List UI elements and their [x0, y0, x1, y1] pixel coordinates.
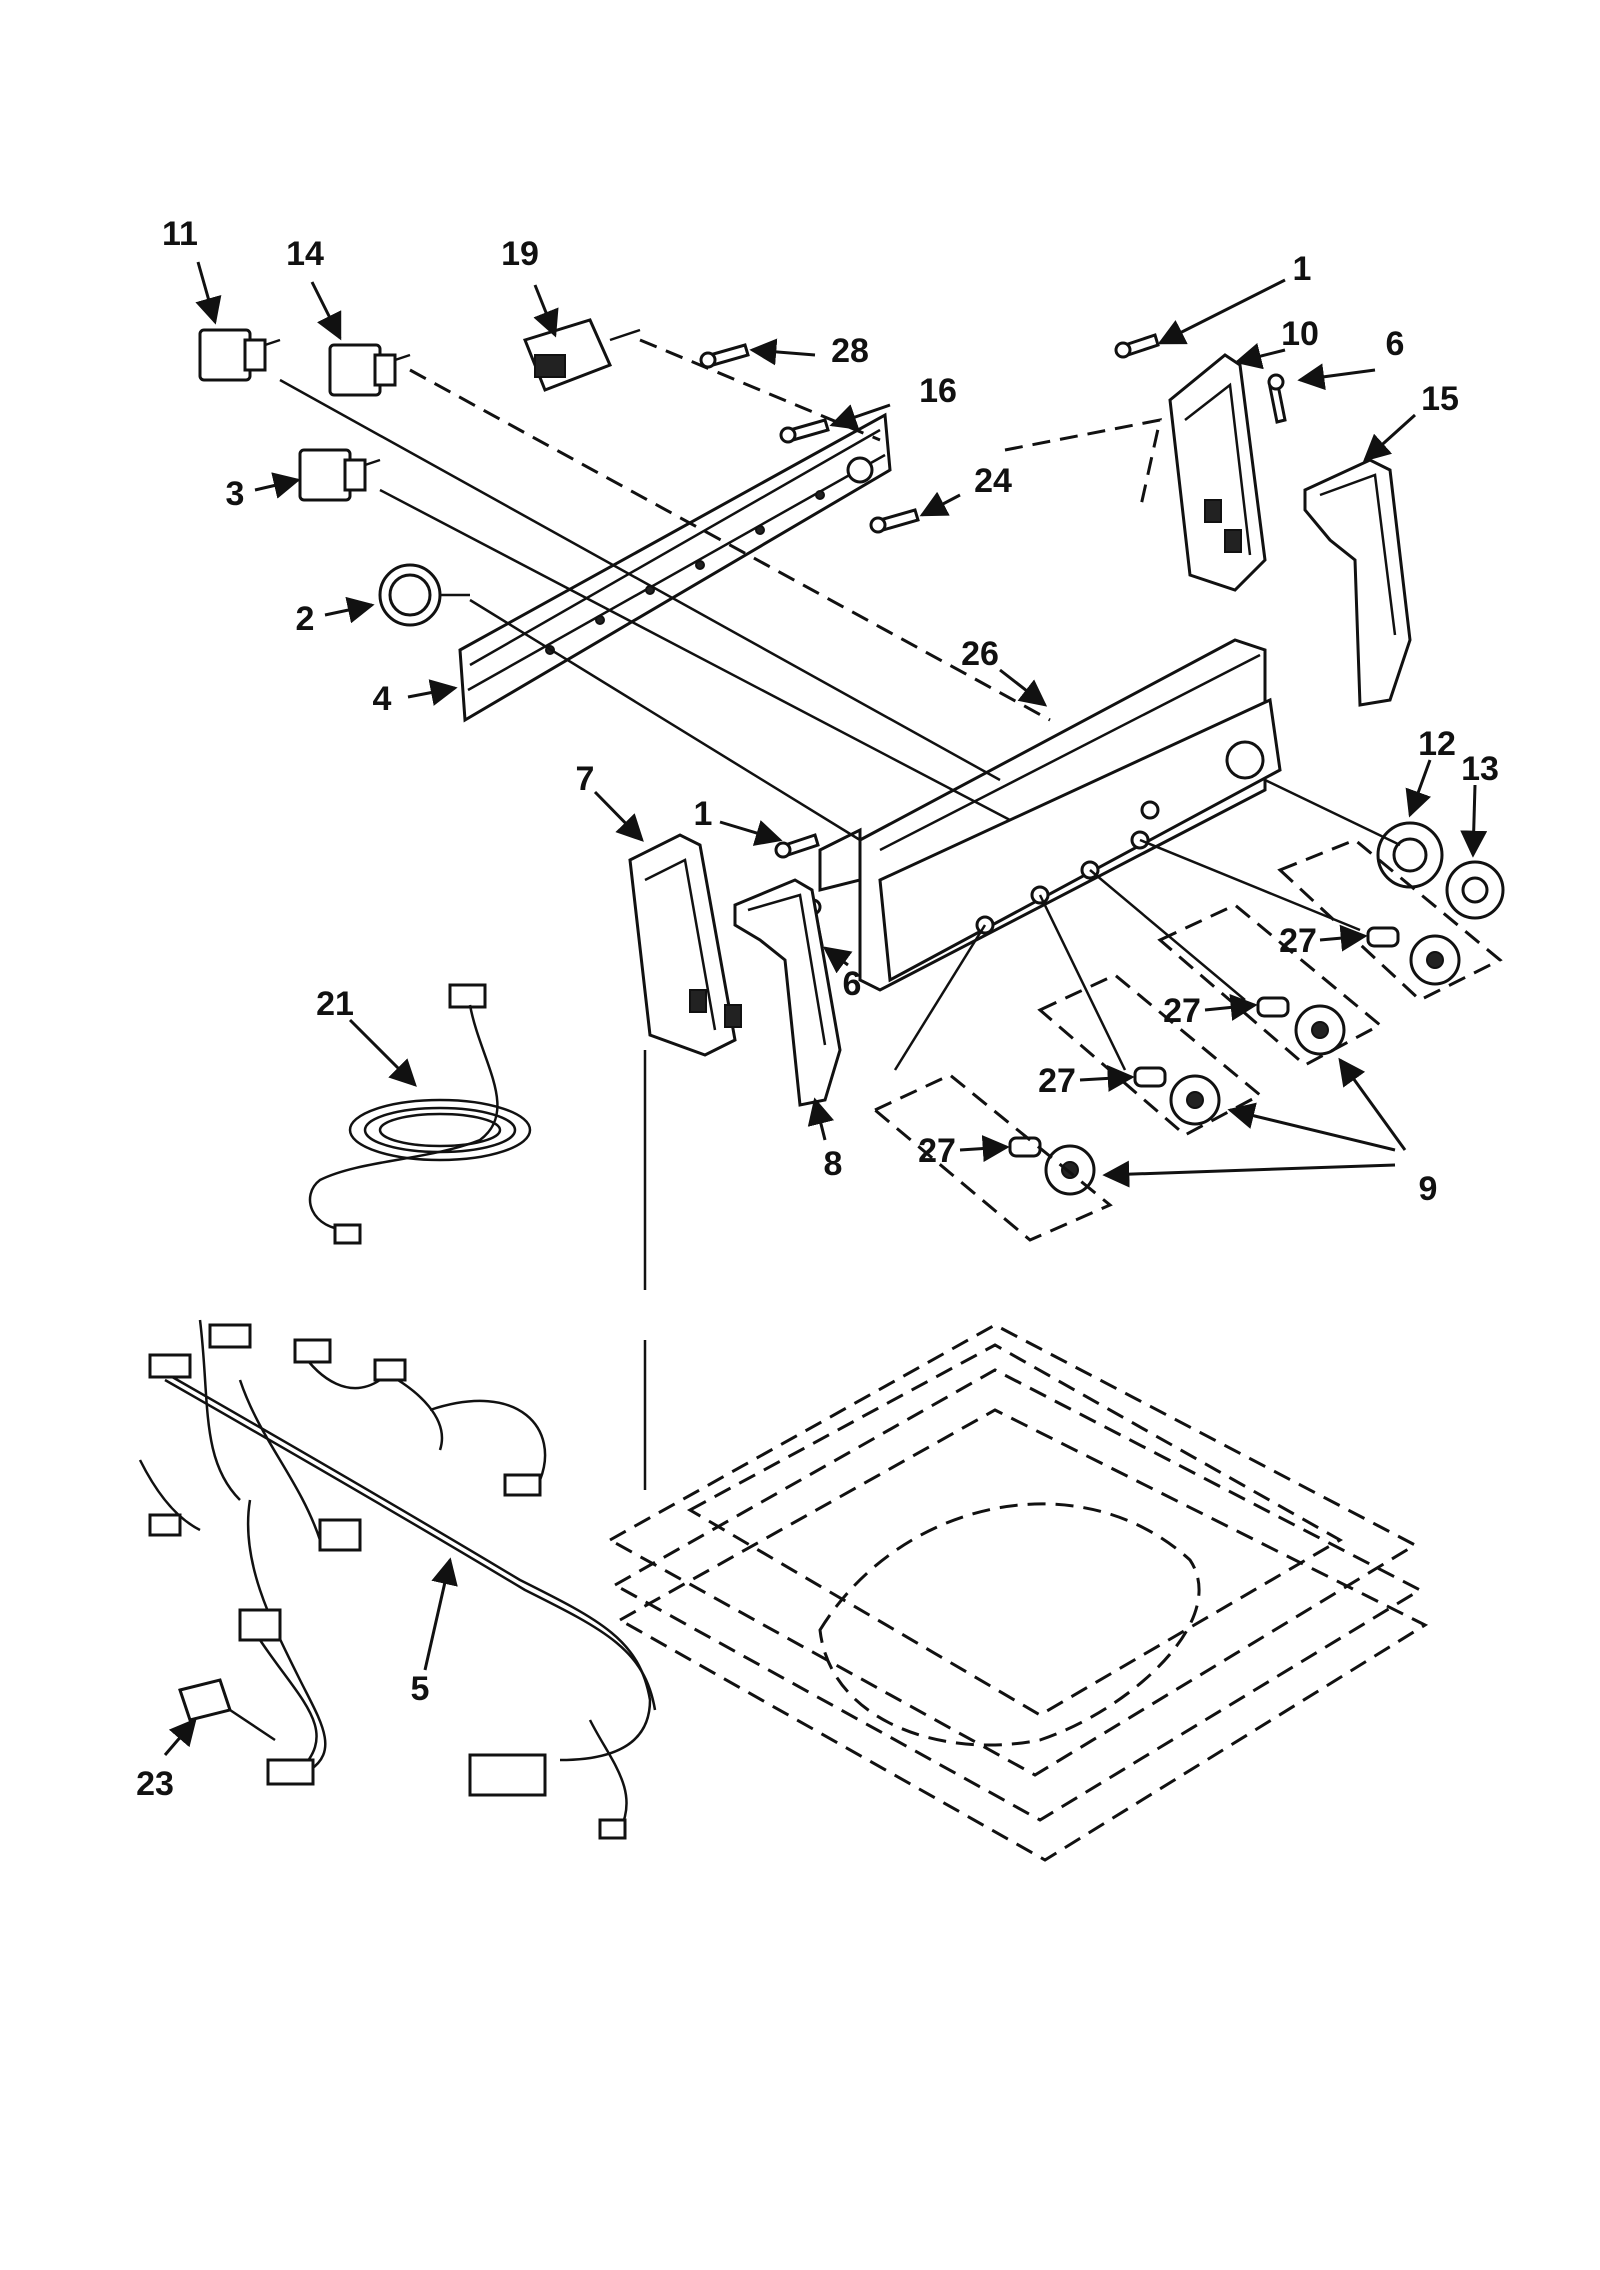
board-23	[178, 1678, 276, 1742]
label-27-a: 27	[1279, 922, 1317, 960]
screw-6-top	[1267, 373, 1287, 424]
label-7: 7	[576, 760, 595, 798]
label-27-b: 27	[1163, 992, 1201, 1030]
label-1-bottom: 1	[694, 795, 713, 833]
label-12: 12	[1418, 725, 1456, 763]
handle-8	[733, 878, 842, 1107]
label-23: 23	[136, 1765, 174, 1803]
spring-27-b	[1256, 996, 1290, 1018]
knob-12	[1376, 821, 1444, 889]
label-27-d: 27	[918, 1132, 956, 1170]
knob-9-c	[1169, 1074, 1221, 1126]
label-8: 8	[824, 1145, 843, 1183]
label-27-c: 27	[1038, 1062, 1076, 1100]
wire-harness-5	[138, 1319, 657, 1840]
console-panel	[818, 638, 1282, 992]
parts-leader-lines	[279, 338, 1401, 1490]
label-15: 15	[1421, 380, 1459, 418]
switch-14	[328, 343, 411, 397]
screw-1-top	[1114, 333, 1160, 359]
label-10: 10	[1281, 315, 1319, 353]
label-16: 16	[919, 372, 957, 410]
label-21: 21	[316, 985, 354, 1023]
label-5: 5	[411, 1670, 430, 1708]
label-11: 11	[162, 215, 198, 253]
timer-19	[523, 318, 641, 392]
screw-28	[699, 343, 750, 369]
spring-27-d	[1008, 1136, 1042, 1158]
spring-27-c	[1133, 1066, 1167, 1088]
label-28: 28	[831, 332, 869, 370]
switch-11	[198, 328, 281, 382]
label-24: 24	[974, 462, 1012, 500]
end-cap-7	[628, 833, 742, 1057]
rotary-switch-2	[378, 563, 470, 627]
label-14: 14	[286, 235, 324, 273]
label-6-top: 6	[1386, 325, 1405, 363]
washer-top-phantom	[606, 1323, 1429, 1862]
callout-arrows	[163, 261, 1488, 1756]
label-1-top: 1	[1293, 250, 1312, 288]
screw-24	[869, 508, 920, 534]
end-cap-10	[1168, 353, 1267, 592]
knob-9-a	[1409, 934, 1461, 986]
label-2: 2	[296, 600, 315, 638]
label-9: 9	[1419, 1170, 1438, 1208]
spring-27-a	[1366, 926, 1400, 948]
part-labels: 11 14 19 28 16 24 1 10 6 15 3 2 4 26 7 1…	[136, 215, 1499, 1803]
handle-15	[1303, 458, 1412, 707]
knob-9-b	[1294, 1004, 1346, 1056]
label-13: 13	[1461, 750, 1499, 788]
control-bracket	[458, 412, 892, 723]
power-cord-21	[308, 983, 532, 1245]
label-19: 19	[501, 235, 539, 273]
label-4: 4	[373, 680, 392, 718]
knob-dashed-guides	[872, 418, 1503, 1242]
label-26: 26	[961, 635, 999, 673]
knob-13	[1445, 860, 1505, 920]
screw-16	[779, 418, 830, 444]
screw-1-bottom	[774, 833, 820, 859]
label-6-bottom: 6	[843, 965, 862, 1003]
switch-3	[298, 448, 381, 502]
label-3: 3	[226, 475, 245, 513]
